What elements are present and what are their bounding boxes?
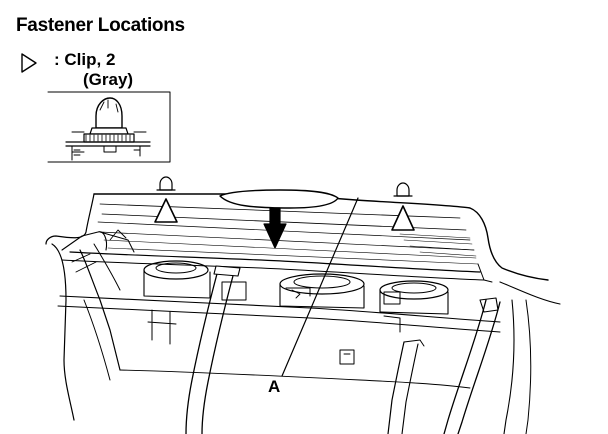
lower-frame-line bbox=[119, 369, 471, 389]
right-seatback bbox=[387, 281, 561, 434]
removal-direction-arrow-icon bbox=[263, 207, 287, 249]
callout-a-label: A bbox=[268, 377, 281, 396]
legend-triangle-icon bbox=[21, 53, 37, 73]
left-pillar bbox=[51, 229, 135, 421]
seat-belt-left bbox=[185, 265, 241, 434]
clip-marker-left bbox=[154, 176, 178, 223]
clip-detail-inset bbox=[47, 91, 171, 163]
under-shelf-structure bbox=[57, 260, 501, 365]
legend-label-color: (Gray) bbox=[83, 70, 134, 89]
page-title: Fastener Locations bbox=[16, 15, 185, 36]
seat-belt-right bbox=[443, 299, 501, 434]
callout-a-leader bbox=[281, 197, 359, 377]
clip-marker-right bbox=[391, 182, 415, 231]
rear-shelf-panel bbox=[45, 189, 549, 283]
legend-label-clip: : Clip, 2 bbox=[54, 50, 116, 69]
